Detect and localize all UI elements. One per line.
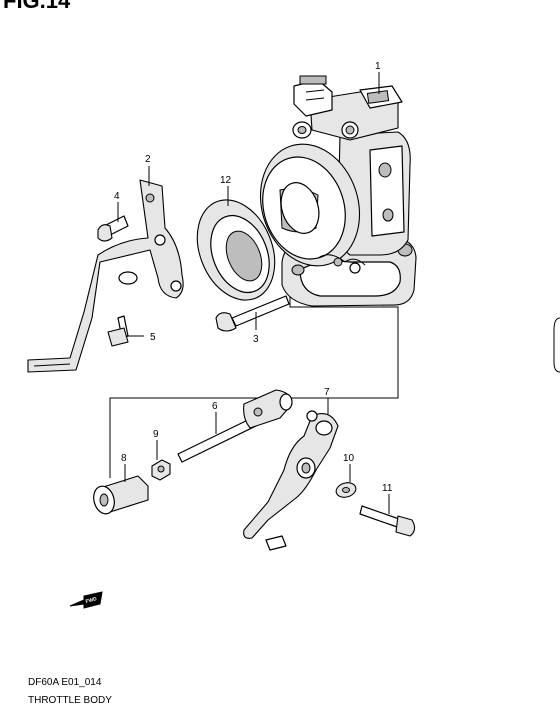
part-rod bbox=[177, 389, 293, 463]
callout-10: 10 bbox=[343, 453, 355, 464]
part-bolt-4 bbox=[97, 215, 129, 242]
part-bracket bbox=[27, 179, 184, 373]
callout-5: 5 bbox=[150, 332, 156, 343]
callout-4: 4 bbox=[114, 191, 120, 202]
callout-1: 1 bbox=[375, 61, 381, 72]
callout-11: 11 bbox=[382, 483, 393, 494]
fwd-arrow-icon: FWD bbox=[69, 591, 103, 609]
fwd-label: FWD bbox=[85, 596, 98, 605]
leader-lines bbox=[117, 72, 390, 514]
edge-bracket-line bbox=[553, 317, 560, 373]
part-joint bbox=[93, 475, 149, 515]
part-washer bbox=[335, 482, 357, 498]
callout-9: 9 bbox=[153, 429, 159, 440]
callout-12: 12 bbox=[220, 175, 232, 186]
part-bolt-5 bbox=[107, 315, 129, 347]
part-bolt-11 bbox=[359, 505, 416, 537]
callout-2: 2 bbox=[145, 154, 151, 165]
part-bolt-3 bbox=[215, 295, 290, 332]
callout-3: 3 bbox=[253, 334, 259, 345]
part-gasket bbox=[196, 199, 276, 301]
callout-6: 6 bbox=[212, 401, 218, 412]
figure-title: FIG.14 bbox=[3, 0, 71, 13]
part-throttle-body bbox=[259, 75, 417, 307]
group-bracket-line bbox=[109, 290, 399, 478]
part-lever bbox=[243, 410, 339, 551]
callout-7: 7 bbox=[324, 387, 330, 398]
figure-code: DF60A E01_014 bbox=[28, 677, 102, 688]
figure-name: THROTTLE BODY bbox=[28, 695, 112, 706]
callout-8: 8 bbox=[121, 453, 127, 464]
callout-labels: 1 2 3 4 5 6 7 8 9 10 11 12 bbox=[114, 61, 393, 494]
part-nut bbox=[151, 459, 171, 481]
